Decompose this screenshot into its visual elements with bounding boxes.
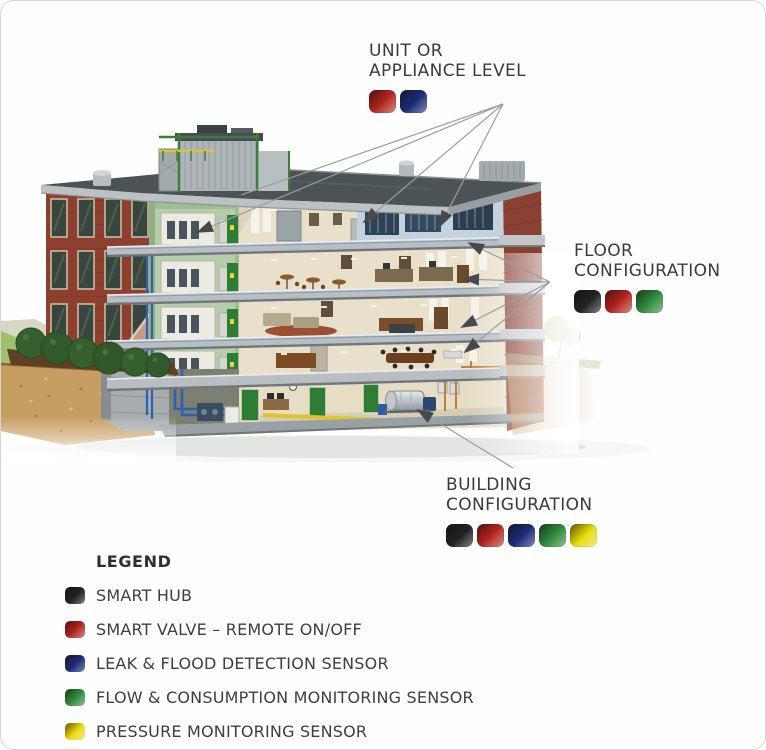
building-configuration-label-line2: CONFIGURATION [446, 495, 593, 515]
basement-boiler [378, 390, 436, 415]
watercolor-fade-bottom-left [1, 416, 176, 461]
floor-configuration-callout: FLOOR CONFIGURATION [574, 241, 721, 313]
rooftop-ac-unit [479, 161, 525, 181]
bushes [7, 327, 179, 378]
smart-valve-chip [605, 290, 632, 313]
building-configuration-chips [446, 524, 597, 547]
legend-item-label: LEAK & FLOOD DETECTION SENSOR [96, 654, 389, 673]
core-doors [227, 215, 238, 381]
pressure-sensor-swatch [65, 723, 85, 740]
pressure-sensor-chip [570, 524, 597, 547]
flow-consumption-sensor-swatch [65, 689, 85, 706]
leak-flood-sensor-chip [400, 90, 427, 113]
watercolor-fade-right [469, 253, 579, 453]
unit-appliance-chips [369, 90, 526, 113]
floor-configuration-label-line1: FLOOR [574, 241, 634, 261]
unit-appliance-callout: UNIT OR APPLIANCE LEVEL [369, 41, 526, 113]
legend: LEGEND SMART HUB SMART VALVE – REMOTE ON… [65, 552, 474, 741]
leak-flood-sensor-swatch [65, 655, 85, 672]
roof-vents [93, 160, 414, 186]
legend-item: FLOW & CONSUMPTION MONITORING SENSOR [65, 688, 474, 707]
legend-item-label: SMART VALVE – REMOTE ON/OFF [96, 620, 362, 639]
legend-item-label: PRESSURE MONITORING SENSOR [96, 722, 368, 741]
flow-consumption-sensor-chip [636, 290, 663, 313]
floor-configuration-leader-lines [460, 242, 551, 354]
floor-configuration-label-line2: CONFIGURATION [574, 261, 721, 281]
legend-item-label: SMART HUB [96, 586, 193, 605]
smart-valve-chip [477, 524, 504, 547]
floor-2-interior [263, 297, 479, 337]
unit-appliance-label-line2: APPLIANCE LEVEL [369, 61, 527, 81]
leak-flood-sensor-chip [508, 524, 535, 547]
unit-appliance-label-line1: UNIT OR [369, 41, 443, 61]
building-configuration-leader-line [416, 408, 514, 469]
flow-consumption-sensor-chip [539, 524, 566, 547]
smart-hub-swatch [65, 587, 85, 604]
foundation-wall [101, 249, 240, 431]
smart-valve-chip [369, 90, 396, 113]
legend-item: PRESSURE MONITORING SENSOR [65, 722, 474, 741]
floor-slabs [106, 236, 534, 392]
smart-hub-chip [574, 290, 601, 313]
legend-item: LEAK & FLOOD DETECTION SENSOR [65, 654, 474, 673]
air-handling-units [160, 212, 232, 382]
rooftop-cooling-tower [158, 125, 290, 192]
legend-item: SMART VALVE – REMOTE ON/OFF [65, 620, 474, 639]
legend-heading: LEGEND [96, 552, 172, 571]
building-configuration-callout: BUILDING CONFIGURATION [446, 475, 597, 547]
smart-hub-chip [446, 524, 473, 547]
legend-item-label: FLOW & CONSUMPTION MONITORING SENSOR [96, 688, 474, 707]
legend-item: SMART HUB [65, 586, 474, 605]
floor-configuration-chips [574, 290, 721, 313]
building-configuration-label-line1: BUILDING [446, 475, 532, 495]
smart-valve-swatch [65, 621, 85, 638]
unit-appliance-leader-lines [196, 103, 504, 233]
